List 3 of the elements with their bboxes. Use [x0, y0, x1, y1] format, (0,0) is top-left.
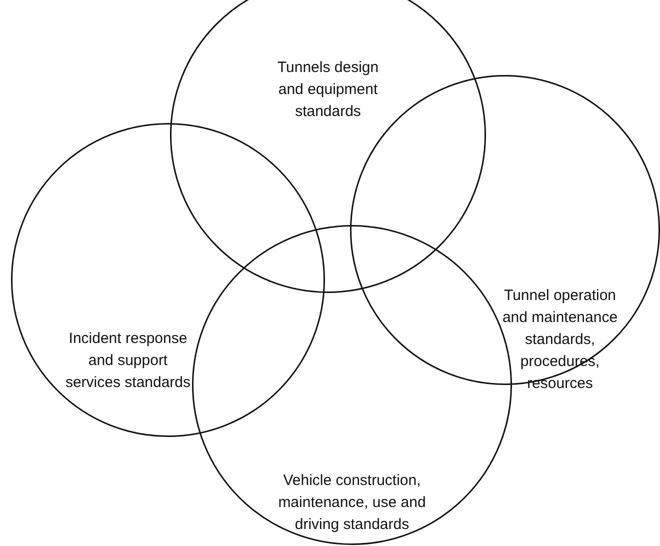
circle-label: Vehicle construction, maintenance, use and driving standards	[277, 471, 427, 535]
circle-label: Incident response and support services standards	[64, 329, 192, 393]
circle-label: Tunnels design and equipment standards	[276, 58, 380, 122]
